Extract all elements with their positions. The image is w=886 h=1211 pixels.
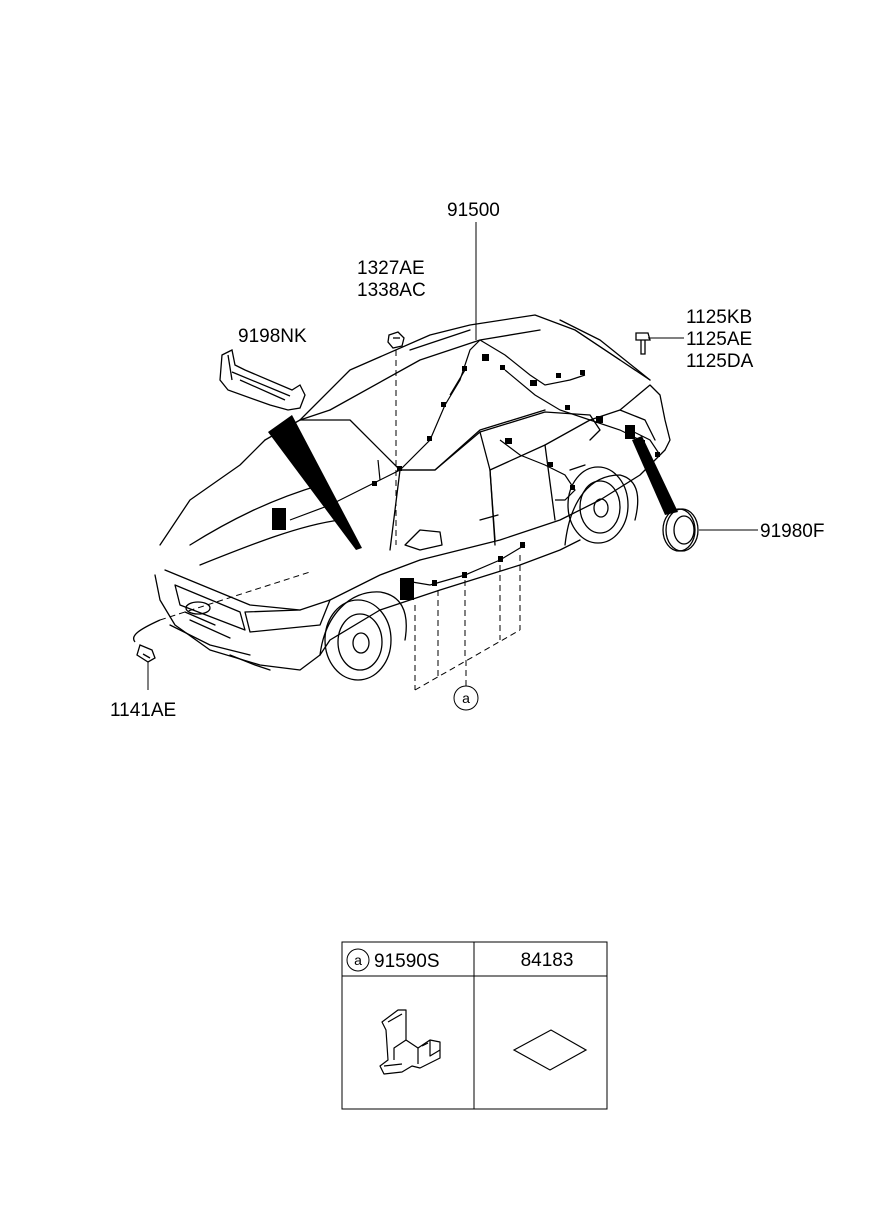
label-1141AE: 1141AE: [110, 700, 176, 721]
callout-labels: 91500 1327AE 1338AC 9198NK 1125KB 1125AE…: [110, 200, 824, 721]
pad-84183-illustration: [512, 1029, 588, 1071]
dashed-leaders: [159, 350, 521, 691]
bolt-1125KB-part: [635, 332, 651, 355]
label-1125DA: 1125DA: [686, 351, 754, 372]
bolt-1141AE-part: [133, 619, 161, 663]
leader-wedges: [268, 415, 678, 550]
grommet-91980F-part: [662, 508, 699, 552]
label-9198NK: 9198NK: [238, 326, 307, 347]
leader-lines: [147, 222, 758, 690]
wiring-harness: [289, 339, 661, 586]
label-91500: 91500: [447, 200, 500, 221]
bracket-9198NK-part: [219, 349, 306, 411]
label-1125AE: 1125AE: [686, 329, 752, 350]
table-ref-letter: a: [354, 952, 362, 968]
parts-table: a 91590S 84183: [341, 941, 608, 1110]
nut-1327AE-part: [387, 331, 405, 349]
label-1125KB: 1125KB: [686, 307, 752, 328]
reference-marker-a-text: a: [462, 690, 470, 706]
label-1338AC: 1338AC: [357, 280, 426, 301]
table-part-84183: 84183: [521, 950, 574, 971]
car-illustration: [154, 314, 671, 681]
table-part-91590S: 91590S: [374, 951, 440, 972]
label-91980F: 91980F: [760, 521, 824, 542]
harness-connectors: [272, 354, 660, 600]
clip-91590S-illustration: [379, 1009, 441, 1075]
reference-marker-a: a: [453, 685, 479, 711]
table-ref-circle: [346, 948, 370, 972]
label-1327AE: 1327AE: [357, 258, 425, 279]
